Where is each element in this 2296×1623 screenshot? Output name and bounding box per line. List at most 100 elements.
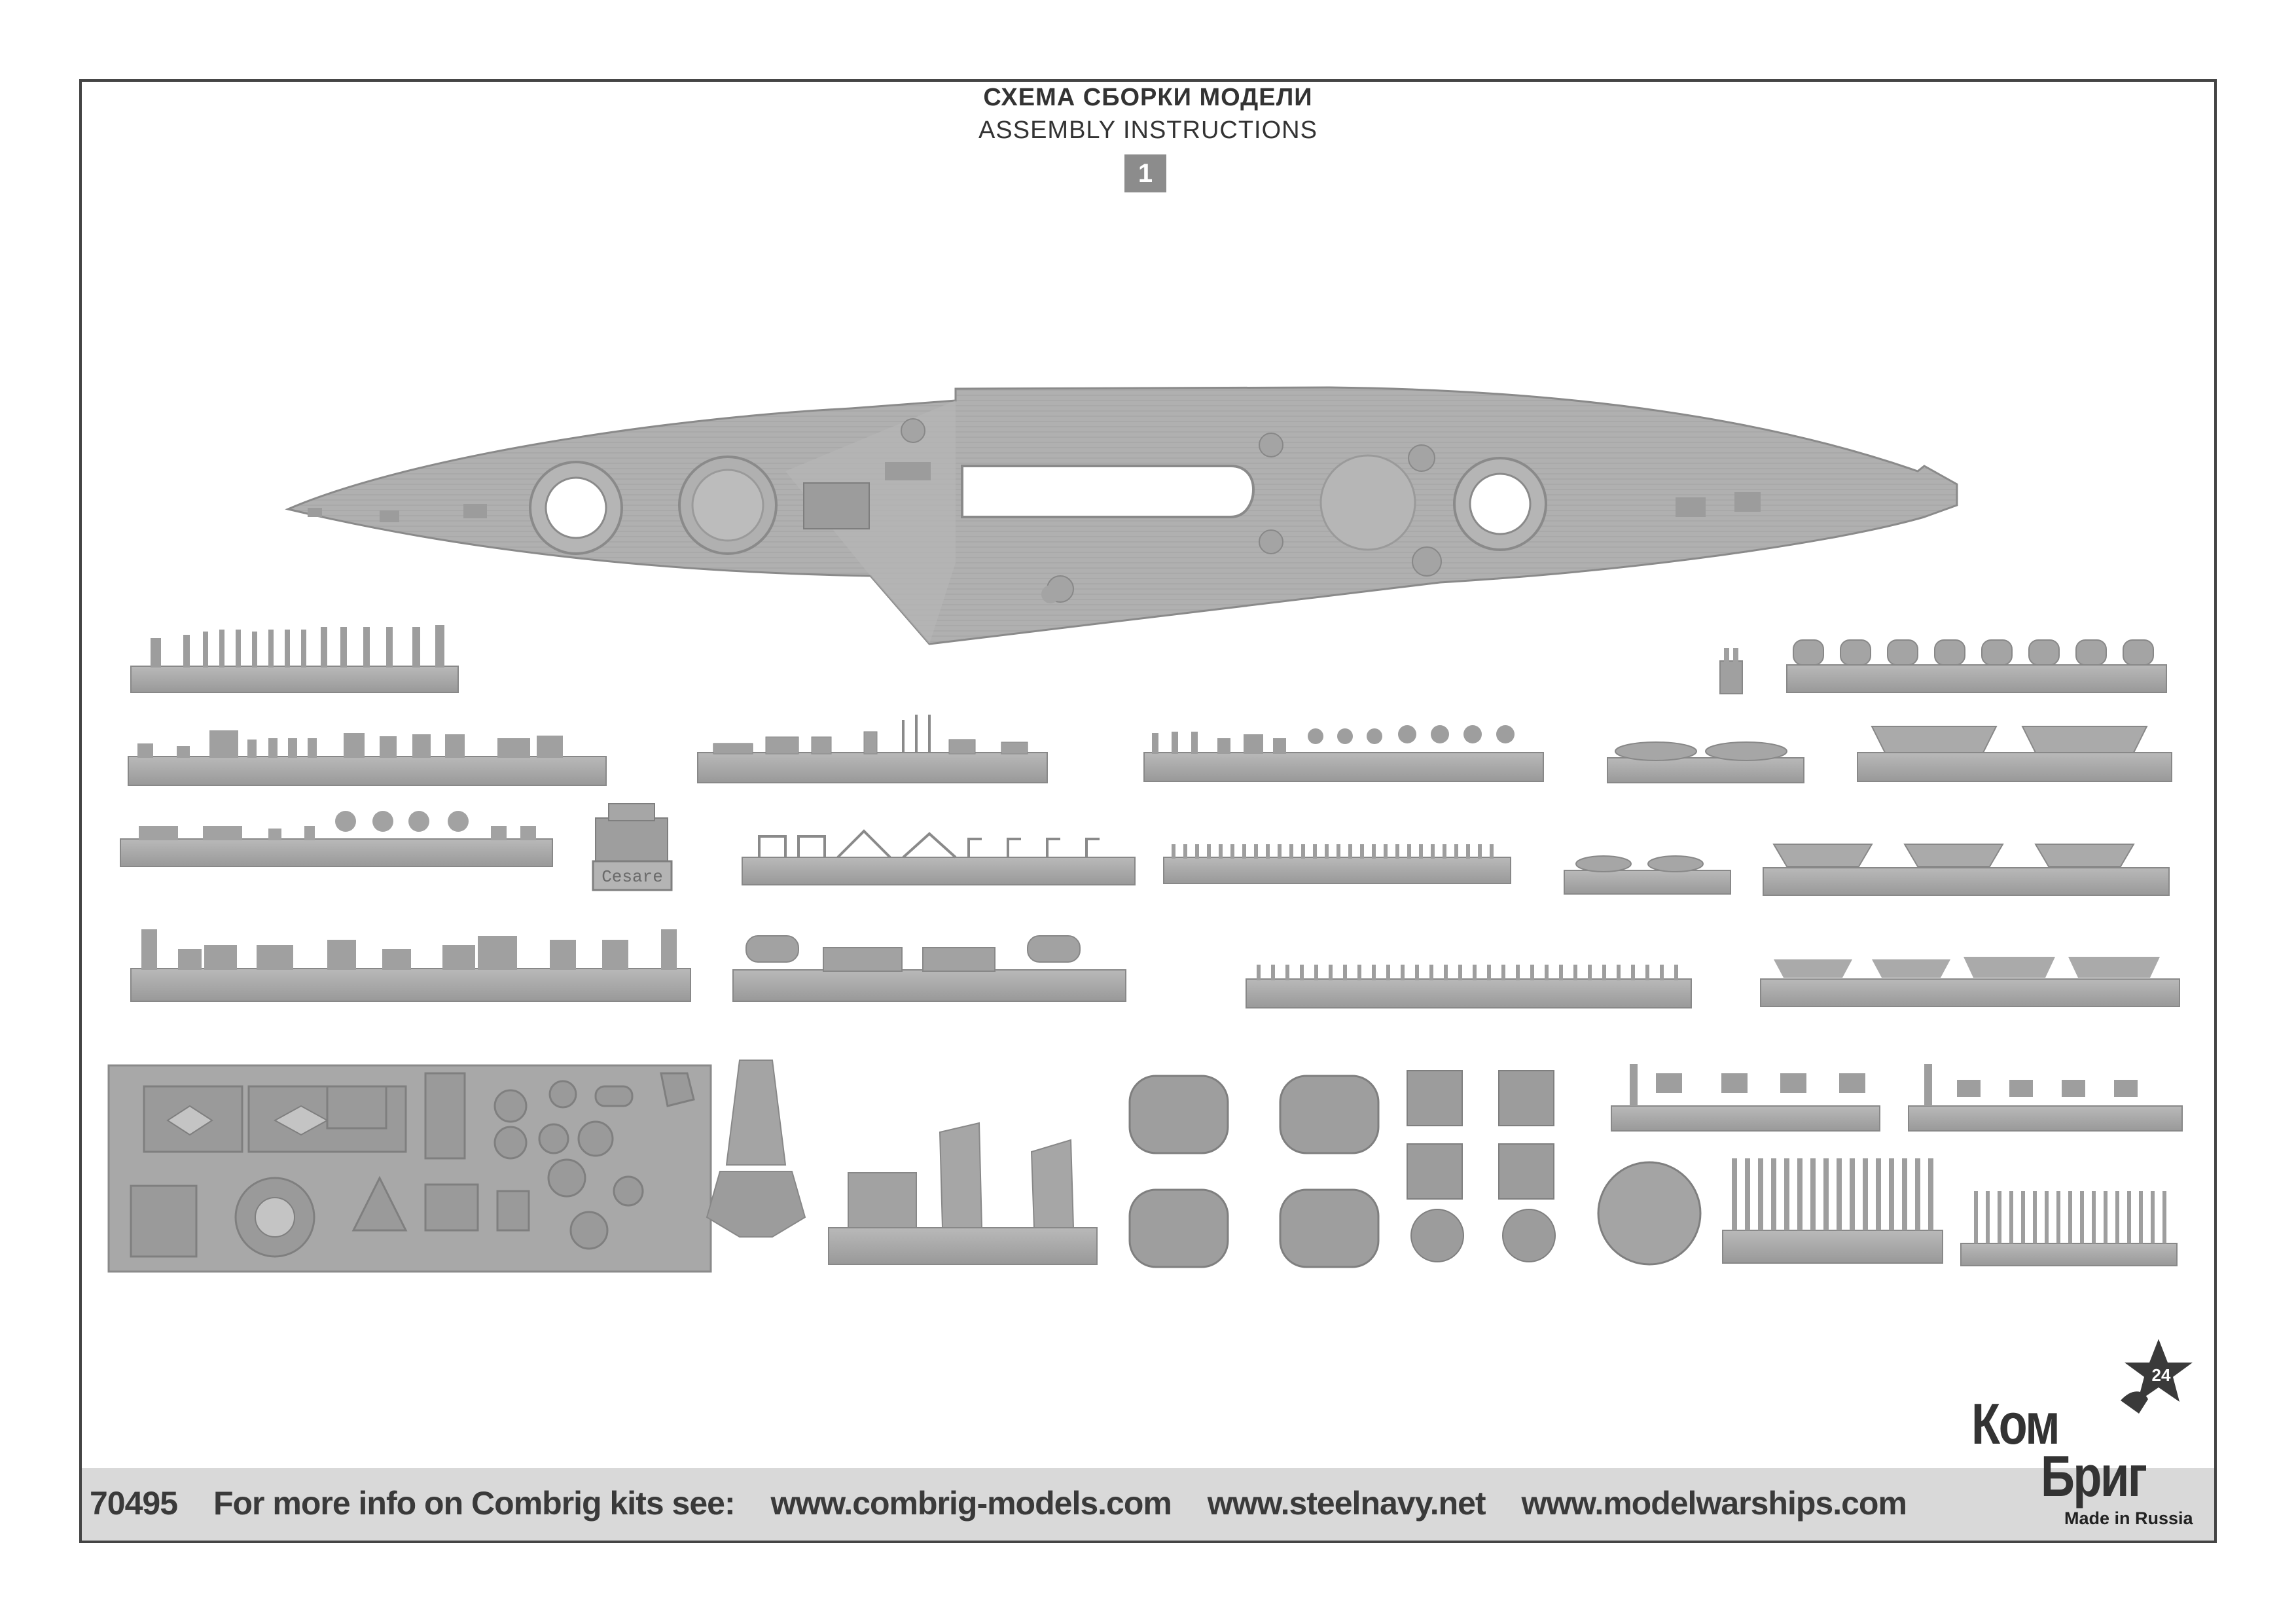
sprue-part xyxy=(1357,965,1361,980)
conning-tower xyxy=(706,1060,806,1238)
sprue-part xyxy=(2068,1191,2072,1243)
sprue-part xyxy=(1395,844,1399,859)
step-number-box: 1 xyxy=(1124,154,1166,192)
sprue-part xyxy=(2009,1191,2013,1243)
sprue-part xyxy=(1454,844,1458,859)
brand-line-1: Ком xyxy=(1971,1391,2060,1456)
sprue-part xyxy=(1490,844,1494,859)
sprue-part xyxy=(1915,1158,1920,1230)
link-modelwarships[interactable]: www.modelwarships.com xyxy=(1521,1485,1907,1522)
sprue-part xyxy=(1530,965,1534,980)
sprue-part xyxy=(1257,965,1261,980)
page-frame xyxy=(79,79,2217,1543)
sprue-part xyxy=(1360,844,1364,859)
nameplate-text: Cesare xyxy=(601,867,663,887)
sprue-part xyxy=(1660,965,1664,980)
title-english: ASSEMBLY INSTRUCTIONS xyxy=(978,116,1318,144)
sprue-part xyxy=(1300,965,1304,980)
footer-text: 70495 For more info on Combrig kits see:… xyxy=(90,1484,1934,1522)
sprue-part xyxy=(1444,965,1448,980)
brand-tagline: Made in Russia xyxy=(2064,1508,2193,1528)
sprue-rods-2 xyxy=(1960,1191,2178,1266)
sprue-part xyxy=(1974,1191,1978,1243)
sprue-part xyxy=(1771,1158,1776,1230)
sprue-part xyxy=(1415,965,1419,980)
sprue-part xyxy=(1271,965,1275,980)
footer-band xyxy=(82,1468,2214,1541)
sprue-stanchions-1 xyxy=(1163,844,1511,884)
sprue-part xyxy=(1617,965,1621,980)
sprue-part xyxy=(1745,1158,1750,1230)
sprue-part xyxy=(1810,1158,1816,1230)
sprue-masts xyxy=(130,625,459,693)
sprue-part xyxy=(1266,844,1270,859)
sprue-part xyxy=(1516,965,1520,980)
sprue-part xyxy=(1823,1158,1829,1230)
sprue-part xyxy=(1172,844,1175,859)
sprue-part xyxy=(1443,844,1446,859)
kit-number: 70495 xyxy=(90,1485,178,1522)
sprue-part xyxy=(2092,1191,2096,1243)
sprue-part xyxy=(1372,844,1376,859)
sprue-part xyxy=(1230,844,1234,859)
barbette-aft xyxy=(678,455,778,555)
sprue-part xyxy=(1998,1191,2001,1243)
sprue-part xyxy=(1602,965,1606,980)
sprue-bollards xyxy=(1786,639,2167,693)
sprue-part xyxy=(1797,1158,1803,1230)
searchlight-platform xyxy=(1597,1161,1702,1266)
sprue-davits-1 xyxy=(697,715,1048,783)
sprue-part xyxy=(1487,965,1491,980)
sprue-mg-1 xyxy=(1611,1064,1880,1132)
funnels-sprue xyxy=(828,1122,1098,1265)
sprue-rods-1 xyxy=(1722,1158,1943,1264)
sprue-part xyxy=(1478,844,1482,859)
sprue-part xyxy=(1314,965,1318,980)
sprue-part xyxy=(1850,1158,1855,1230)
sprue-part xyxy=(1902,1158,1907,1230)
link-steelnavy[interactable]: www.steelnavy.net xyxy=(1207,1485,1486,1522)
barbette-fore xyxy=(1319,454,1416,551)
sprue-part xyxy=(1545,965,1549,980)
sprue-part xyxy=(1928,1158,1933,1230)
link-combrig[interactable]: www.combrig-models.com xyxy=(770,1485,1172,1522)
turret-ring-aft xyxy=(529,461,623,555)
sprue-part xyxy=(1386,965,1390,980)
sprue-part xyxy=(1889,1158,1894,1230)
sprue-part xyxy=(2127,1191,2131,1243)
sprue-part xyxy=(1559,965,1563,980)
sprue-part xyxy=(1429,965,1433,980)
sprue-part xyxy=(1219,844,1223,859)
sprue-part xyxy=(1986,1191,1990,1243)
sprue-part xyxy=(1588,965,1592,980)
sprue-part xyxy=(2115,1191,2119,1243)
sprue-fittings-2 xyxy=(120,811,553,867)
title-russian: СХЕМА СБОРКИ МОДЕЛИ xyxy=(983,84,1313,111)
sprue-part xyxy=(2033,1191,2037,1243)
sprue-part xyxy=(1758,1158,1763,1230)
sprue-part xyxy=(1401,965,1405,980)
sprue-part xyxy=(2056,1191,2060,1243)
sprue-mg-2 xyxy=(1908,1064,2183,1132)
sprue-part xyxy=(1876,1158,1881,1230)
sprue-boats-3 xyxy=(1564,855,1731,895)
sprue-boats-5 xyxy=(1760,957,2180,1007)
sprue-part xyxy=(2151,1191,2155,1243)
sprue-part xyxy=(2045,1191,2049,1243)
secondary-turrets xyxy=(1407,1070,1556,1262)
sprue-part xyxy=(1501,965,1505,980)
star-icon: 24 xyxy=(2125,1339,2193,1402)
sprue-part xyxy=(1674,965,1678,980)
sprue-part xyxy=(2080,1191,2084,1243)
sprue-part xyxy=(1289,844,1293,859)
sprue-part xyxy=(1837,1158,1842,1230)
deck-opening xyxy=(961,465,1255,518)
sprue-part xyxy=(2162,1191,2166,1243)
sprue-part xyxy=(1631,965,1635,980)
sprue-part xyxy=(1384,844,1388,859)
sprue-part xyxy=(1645,965,1649,980)
sprue-part xyxy=(1473,965,1477,980)
sprue-part xyxy=(1285,965,1289,980)
sprue-part xyxy=(1732,1158,1737,1230)
hull-deck xyxy=(285,386,1958,645)
